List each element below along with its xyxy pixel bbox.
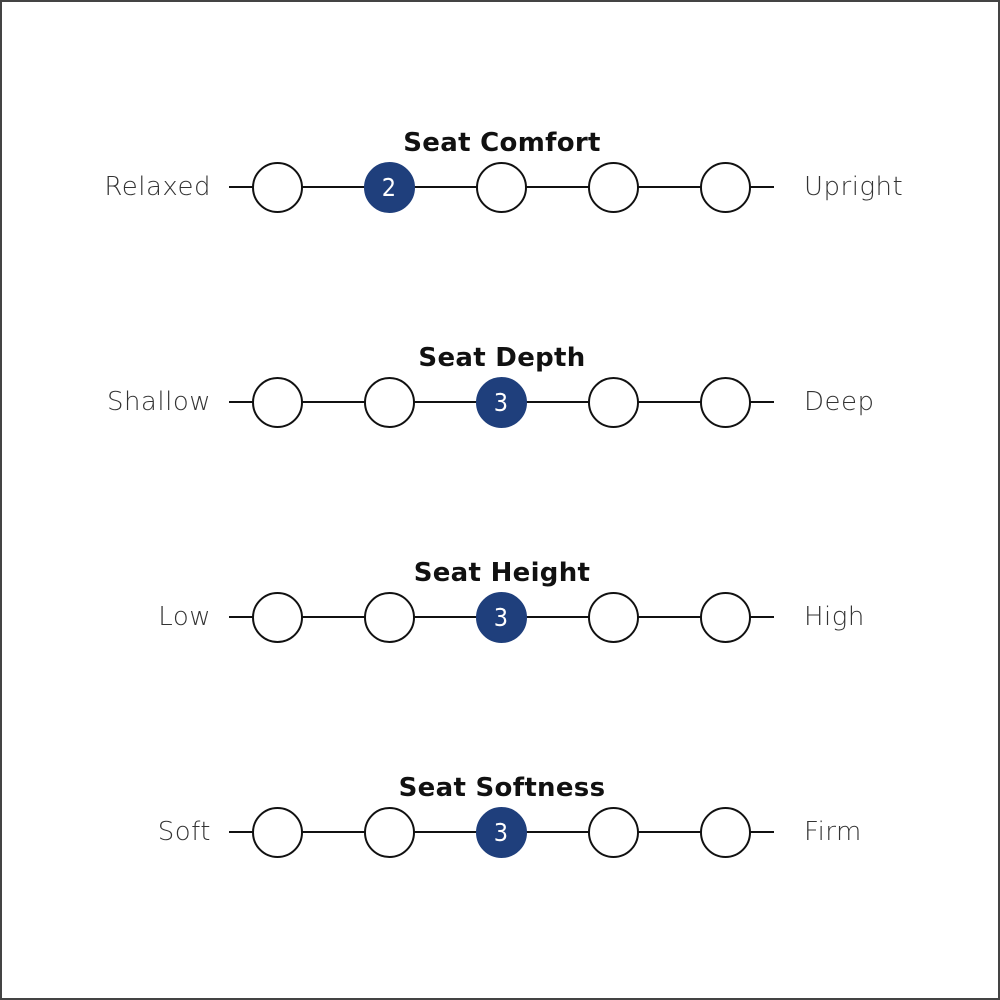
- rating-option-2-selected[interactable]: 2: [363, 161, 415, 213]
- rating-option-3[interactable]: 3: [475, 161, 527, 213]
- rating-option-5[interactable]: 5: [699, 591, 751, 643]
- scale-min-label: Shallow: [106, 387, 211, 417]
- scale-title: Seat Comfort: [403, 128, 601, 158]
- rating-option-5[interactable]: 5: [699, 161, 751, 213]
- scale-seat-softness: Seat Softness Soft 1 2 3 4 5 Firm: [2, 772, 1000, 892]
- rating-value: 2: [381, 172, 397, 202]
- rating-value: 3: [493, 602, 509, 632]
- rating-option-2[interactable]: 2: [363, 591, 415, 643]
- scale-seat-depth: Seat Depth Shallow 1 2 3 4 5 Deep: [2, 342, 1000, 462]
- rating-option-1[interactable]: 1: [251, 591, 303, 643]
- scale-seat-height: Seat Height Low 1 2 3 4 5 High: [2, 557, 1000, 677]
- rating-option-2[interactable]: 2: [363, 376, 415, 428]
- scale-min-label: Relaxed: [104, 172, 211, 202]
- rating-option-3-selected[interactable]: 3: [475, 591, 527, 643]
- rating-option-1[interactable]: 1: [251, 161, 303, 213]
- rating-value: 3: [493, 387, 509, 417]
- rating-option-5[interactable]: 5: [699, 806, 751, 858]
- rating-option-1[interactable]: 1: [251, 376, 303, 428]
- rating-value: 3: [493, 817, 509, 847]
- scale-max-label: Deep: [804, 387, 875, 417]
- rating-option-5[interactable]: 5: [699, 376, 751, 428]
- rating-option-4[interactable]: 4: [587, 376, 639, 428]
- scale-min-label: Soft: [157, 817, 211, 847]
- rating-option-3-selected[interactable]: 3: [475, 376, 527, 428]
- rating-option-3-selected[interactable]: 3: [475, 806, 527, 858]
- scale-min-label: Low: [158, 602, 211, 632]
- rating-option-4[interactable]: 4: [587, 806, 639, 858]
- scale-title: Seat Depth: [418, 343, 586, 373]
- rating-option-2[interactable]: 2: [363, 806, 415, 858]
- scale-seat-comfort: Seat Comfort Relaxed 1 2 3 4 5 Upright: [2, 127, 1000, 247]
- scale-title: Seat Height: [413, 558, 591, 588]
- rating-option-1[interactable]: 1: [251, 806, 303, 858]
- rating-option-4[interactable]: 4: [587, 591, 639, 643]
- rating-option-4[interactable]: 4: [587, 161, 639, 213]
- scale-max-label: High: [804, 602, 865, 632]
- scale-max-label: Upright: [804, 172, 904, 202]
- scale-max-label: Firm: [804, 817, 862, 847]
- scale-title: Seat Softness: [398, 773, 606, 803]
